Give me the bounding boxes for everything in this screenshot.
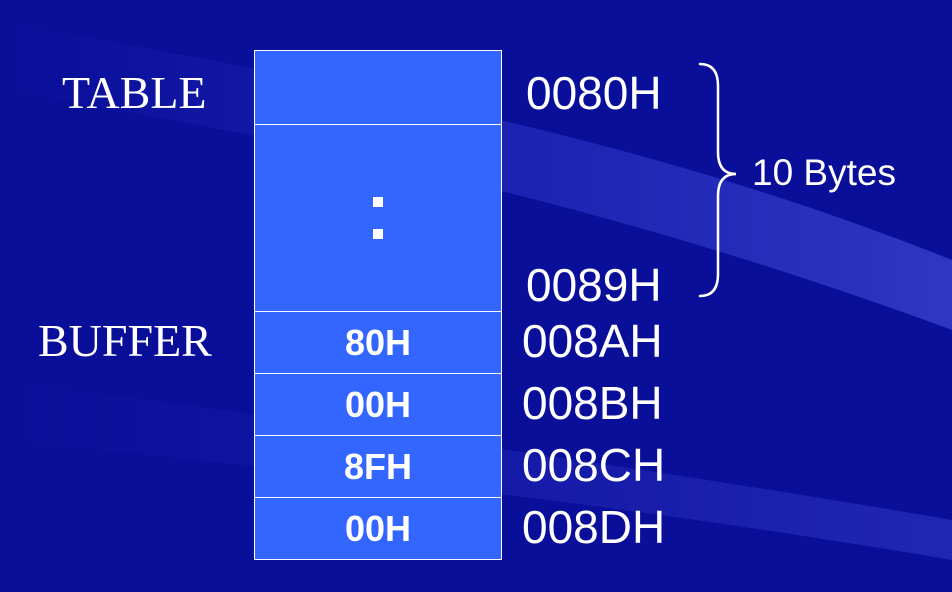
vertical-ellipsis-icon xyxy=(373,197,383,239)
buffer-cell-1: 00H xyxy=(254,373,502,436)
curly-brace-icon xyxy=(698,62,737,298)
address-buffer-0: 008AH xyxy=(522,315,663,367)
buffer-label: BUFFER xyxy=(38,315,212,366)
buffer-cell-3: 00H xyxy=(254,497,502,560)
address-buffer-3: 008DH xyxy=(522,501,666,553)
byte-count-label: 10 Bytes xyxy=(752,152,896,193)
table-first-cell xyxy=(254,50,502,126)
table-label: TABLE xyxy=(62,67,207,118)
address-table-start: 0080H xyxy=(526,67,662,119)
buffer-cell-0: 80H xyxy=(254,311,502,374)
buffer-cell-2: 8FH xyxy=(254,435,502,498)
address-buffer-1: 008BH xyxy=(522,377,663,429)
address-buffer-2: 008CH xyxy=(522,439,666,491)
table-ellipsis-cell xyxy=(254,124,502,312)
address-table-end: 0089H xyxy=(526,259,662,311)
